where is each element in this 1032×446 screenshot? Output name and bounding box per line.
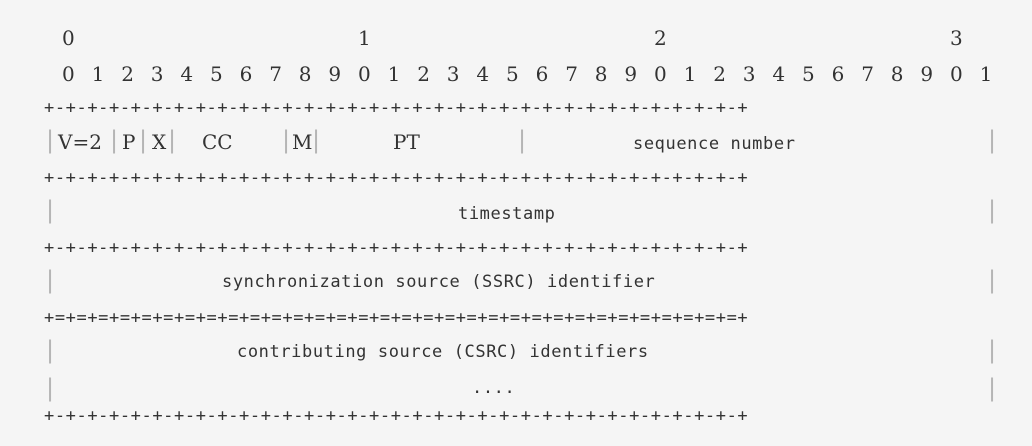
bit-ones-label: 6 xyxy=(239,62,253,86)
bit-ones-label: 9 xyxy=(328,62,342,86)
bit-ones-label: 2 xyxy=(713,62,726,86)
bit-ones-label: 1 xyxy=(979,62,993,86)
bit-ones-label: 4 xyxy=(772,62,786,86)
bit-ones-label: 6 xyxy=(831,62,845,86)
field-border: | xyxy=(46,126,55,154)
bit-tens-label: 1 xyxy=(358,26,371,50)
bit-ones-label: 0 xyxy=(62,62,75,86)
bit-ones-label: 1 xyxy=(683,62,697,86)
field-timestamp: timestamp xyxy=(458,204,556,224)
bit-tens-label: 3 xyxy=(950,26,963,50)
separator-line-5: +-+-+-+-+-+-+-+-+-+-+-+-+-+-+-+-+-+-+-+-… xyxy=(44,406,749,426)
field-border: | xyxy=(46,336,55,364)
bit-ones-label: 1 xyxy=(91,62,105,86)
bit-tens-label: 2 xyxy=(654,26,667,50)
field-border: | xyxy=(988,336,997,364)
field-border: | xyxy=(988,266,997,294)
field-csrc: contributing source (CSRC) identifiers xyxy=(237,342,649,362)
bit-ones-label: 8 xyxy=(298,62,312,86)
bit-ones-label: 4 xyxy=(476,62,490,86)
bit-ones-label: 2 xyxy=(417,62,430,86)
bit-ones-label: 3 xyxy=(150,62,164,86)
bit-ones-label: 0 xyxy=(950,62,963,86)
bit-ones-label: 3 xyxy=(446,62,460,86)
bit-ones-label: 0 xyxy=(654,62,667,86)
bit-ones-label: 0 xyxy=(358,62,371,86)
field-border: | xyxy=(282,126,291,154)
field-marker: M xyxy=(292,130,313,154)
field-border: | xyxy=(46,374,55,402)
bit-ones-label: 8 xyxy=(890,62,904,86)
field-border: | xyxy=(46,196,55,224)
bit-ones-label: 3 xyxy=(742,62,756,86)
bit-ones-label: 2 xyxy=(121,62,134,86)
field-extension: X xyxy=(152,130,167,154)
separator-line-2: +-+-+-+-+-+-+-+-+-+-+-+-+-+-+-+-+-+-+-+-… xyxy=(44,168,749,188)
field-version: V=2 xyxy=(58,130,102,154)
bit-ones-label: 5 xyxy=(802,62,815,86)
separator-line-4: +=+=+=+=+=+=+=+=+=+=+=+=+=+=+=+=+=+=+=+=… xyxy=(44,308,749,328)
field-border: | xyxy=(110,126,119,154)
separator-line-3: +-+-+-+-+-+-+-+-+-+-+-+-+-+-+-+-+-+-+-+-… xyxy=(44,238,749,258)
field-border: | xyxy=(168,126,177,154)
bit-ones-label: 9 xyxy=(920,62,934,86)
separator-line-1: +-+-+-+-+-+-+-+-+-+-+-+-+-+-+-+-+-+-+-+-… xyxy=(44,98,749,118)
bit-ones-label: 6 xyxy=(535,62,549,86)
bit-ones-label: 4 xyxy=(180,62,194,86)
field-border: | xyxy=(988,126,997,154)
field-ssrc: synchronization source (SSRC) identifier xyxy=(222,272,656,292)
field-border: | xyxy=(988,196,997,224)
field-csrc-count: CC xyxy=(202,130,233,154)
field-border: | xyxy=(139,126,148,154)
field-csrc-ellipsis: .... xyxy=(472,378,516,398)
bit-ones-label: 7 xyxy=(269,62,282,86)
bit-tens-label: 0 xyxy=(62,26,75,50)
bit-ones-label: 7 xyxy=(565,62,578,86)
field-payload-type: PT xyxy=(393,130,420,154)
field-sequence-number: sequence number xyxy=(633,134,796,154)
bit-ones-label: 7 xyxy=(861,62,874,86)
bit-ones-label: 1 xyxy=(387,62,401,86)
bit-ones-label: 9 xyxy=(624,62,638,86)
field-border: | xyxy=(46,266,55,294)
field-border: | xyxy=(312,126,321,154)
bit-ones-label: 5 xyxy=(506,62,519,86)
bit-ones-label: 5 xyxy=(210,62,223,86)
field-border: | xyxy=(988,374,997,402)
bit-ones-label: 8 xyxy=(594,62,608,86)
field-padding: P xyxy=(122,130,136,154)
field-border: | xyxy=(518,126,527,154)
